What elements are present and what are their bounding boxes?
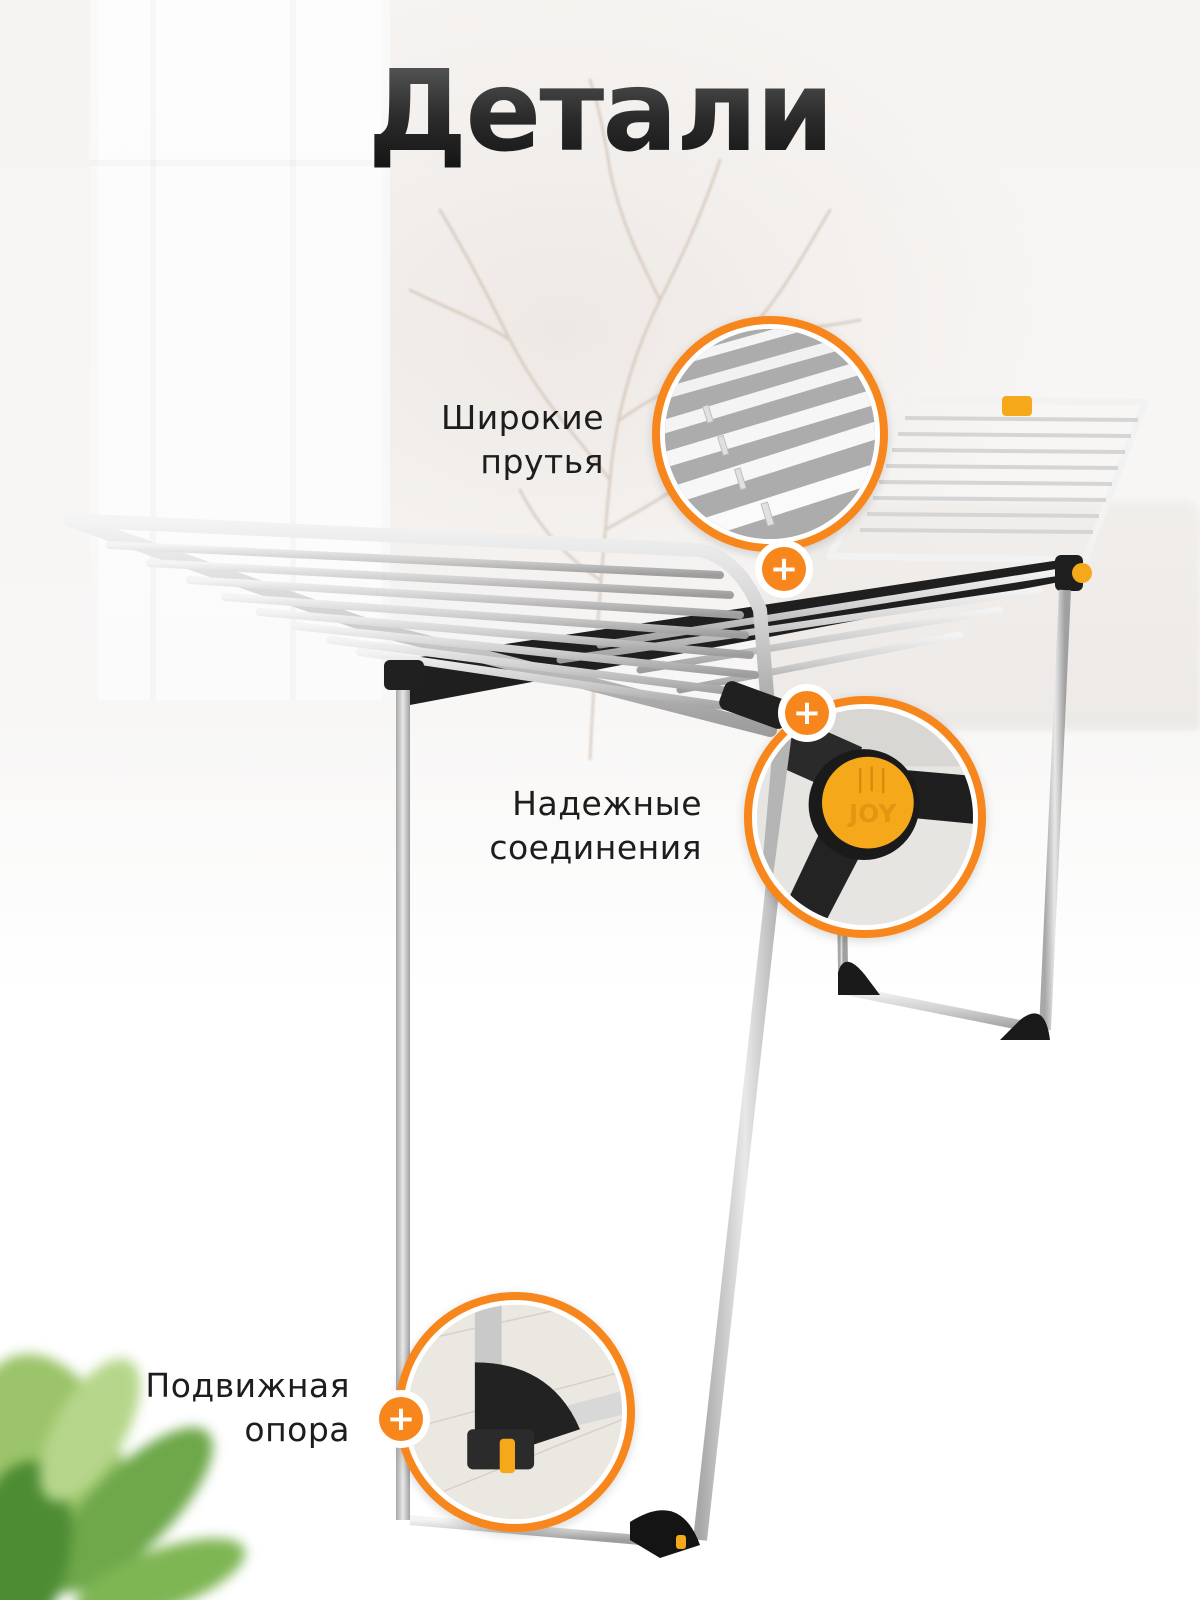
zoom-circle-reliable-joints: JOY: [744, 696, 986, 938]
rack-legs: [396, 589, 1071, 1558]
expand-button-reliable-joints[interactable]: +: [778, 684, 836, 742]
rack-foot-wheel: [630, 1510, 700, 1558]
callout-label-reliable-joints: Надежные соединения: [489, 784, 702, 867]
rack-front-wing: [63, 513, 791, 737]
svg-text:JOY: JOY: [847, 799, 897, 828]
zoom-circle-movable-support: [395, 1292, 635, 1532]
background-plant: [0, 1353, 246, 1600]
page-title: Детали: [0, 56, 1200, 168]
plus-icon: +: [379, 1397, 423, 1441]
callout-label-movable-support: Подвижная опора: [145, 1366, 350, 1449]
rack-clip: [1002, 396, 1032, 416]
detail-photo-joint: JOY: [757, 709, 973, 925]
callout-label-wide-rods: Широкие прутья: [440, 398, 604, 481]
zoom-circle-wide-rods: [652, 316, 888, 552]
plus-icon: +: [785, 691, 829, 735]
joint-detail-image: JOY: [757, 709, 973, 925]
expand-button-wide-rods[interactable]: +: [755, 540, 813, 598]
expand-button-movable-support[interactable]: +: [372, 1390, 430, 1448]
rods-detail-image: [665, 329, 875, 539]
plus-icon: +: [762, 547, 806, 591]
detail-photo-rods: [665, 329, 875, 539]
wheel-detail-image: [408, 1305, 622, 1519]
detail-photo-wheel: [408, 1305, 622, 1519]
